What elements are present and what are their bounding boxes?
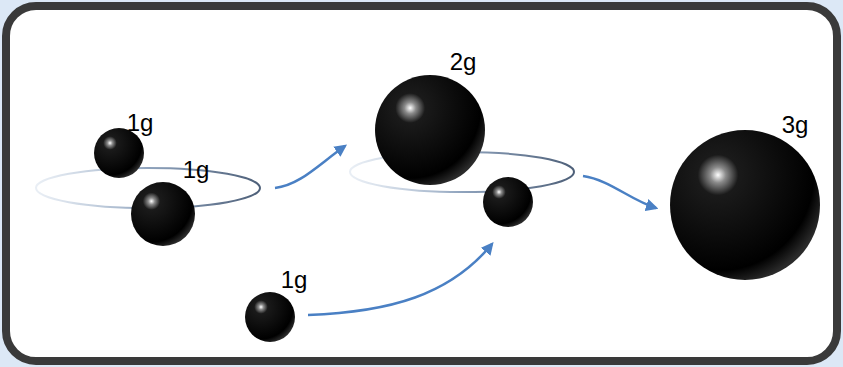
flow-arrow xyxy=(583,176,656,208)
black-hole xyxy=(670,130,820,280)
black-hole xyxy=(483,177,533,227)
mass-label: 1g xyxy=(127,111,154,135)
black-hole xyxy=(94,128,144,178)
mass-label: 1g xyxy=(281,268,308,292)
mass-label: 1g xyxy=(183,158,210,182)
black-hole xyxy=(131,182,195,246)
flow-arrow xyxy=(275,146,345,188)
black-hole xyxy=(375,75,485,185)
flow-arrow xyxy=(308,244,492,315)
black-hole xyxy=(245,292,295,342)
mass-label: 3g xyxy=(782,113,809,137)
frame xyxy=(6,6,837,361)
mass-label: 2g xyxy=(450,50,477,74)
